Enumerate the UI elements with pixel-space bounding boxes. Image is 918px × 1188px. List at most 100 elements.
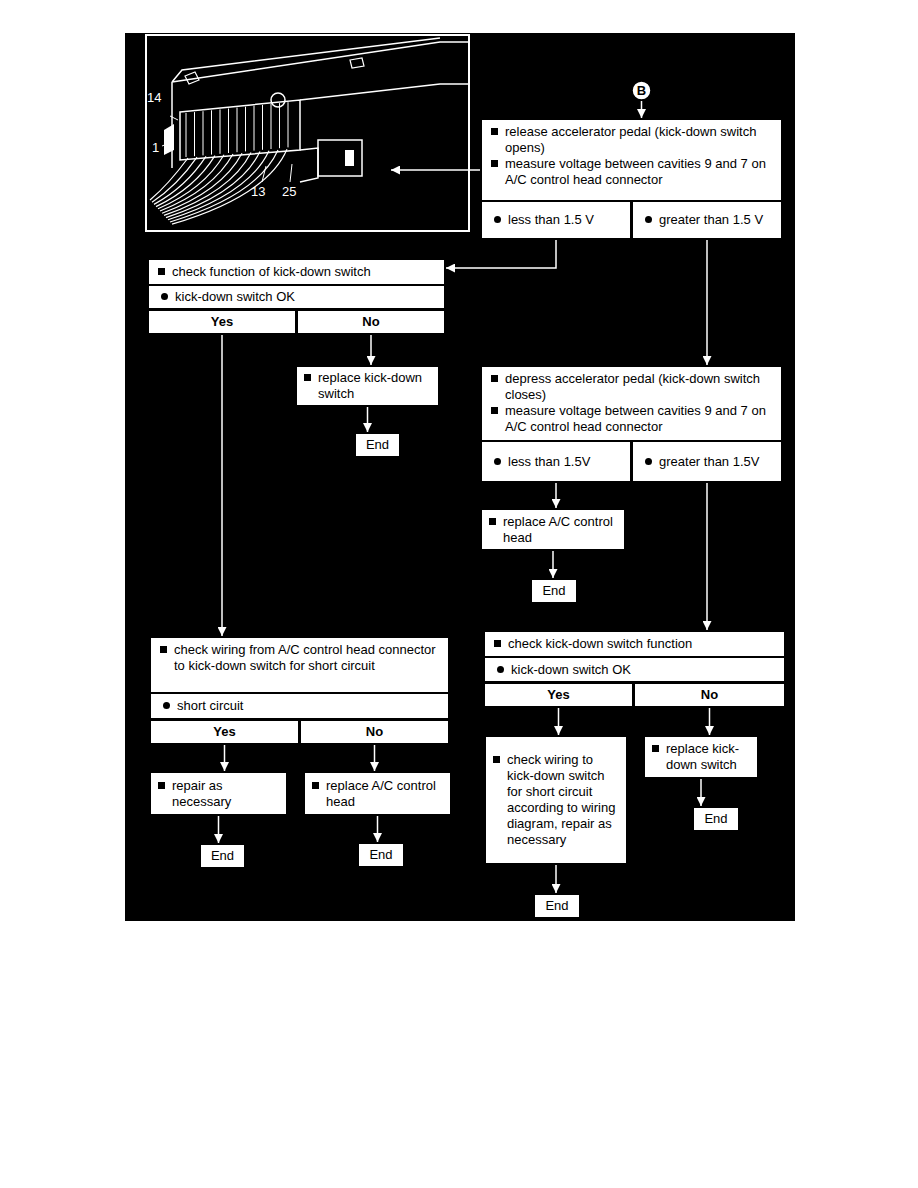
answer-cell: Yes [149,719,300,745]
flow-arrow [377,816,379,842]
screw-head [271,93,285,107]
action-box: replace kick-down switch [295,365,440,407]
flow-arrow [224,745,226,771]
node-text: Yes [155,314,289,330]
pin [194,112,195,156]
node-text: End [538,583,570,599]
flow-arrow [552,551,554,578]
wire [172,149,287,224]
node-text: End [207,848,238,864]
latch-slot [345,150,354,166]
flow-arrow [706,240,708,365]
callout-number: 1 [152,141,159,155]
end-box: End [199,843,246,869]
pin [254,106,255,151]
process-box: kick-down switch OK Yes No check kick-down … [483,630,786,707]
flow-arrow [218,816,220,843]
pin [279,103,280,148]
result-cell: greater than 1.5V [631,440,783,483]
connector-clip [164,124,174,155]
connector-circle: B [631,80,652,101]
node-text: No [307,724,442,740]
pin [271,104,272,149]
node-text: check kick-down switch function [493,636,776,652]
node-text: release accelerator pedal (kick-down swi… [490,124,773,156]
connector-housing [172,38,469,168]
result-cell: greater than 1.5 V [631,200,783,240]
process-box: less than 1.5 V greater than 1.5 V release… [480,118,783,240]
node-text: check function of kick-down switch [157,264,436,280]
wire [162,153,242,213]
process-box: kick-down switch OK Yes No check function o… [147,258,446,335]
process-box: short circuitYes No check wiring from A/C … [149,636,450,744]
wire [166,152,260,218]
pin [211,110,212,154]
pin [288,102,289,147]
node-text: replace kick-down switch [651,741,751,773]
action-box: replace A/C control head [480,508,626,551]
end-box: End [692,806,740,832]
callout-number: 13 [251,185,265,199]
flow-arrow [709,708,711,735]
result-cell: less than 1.5 V [480,200,632,240]
end-box: End [354,432,401,458]
housing-tab [185,58,364,84]
wire [168,151,269,220]
node-text: greater than 1.5 V [639,212,775,228]
node-text: check wiring from A/C control head conne… [159,642,440,674]
node-text: short circuit [157,698,442,714]
flow-arrow [641,101,643,118]
node-text: Yes [491,687,626,703]
flow-arrow [555,483,557,508]
flow-arrow [367,407,369,432]
node-text: replace A/C control head [488,514,618,546]
pointer-arrow [391,169,480,171]
end-box: End [530,578,578,604]
node-text: Yes [157,724,292,740]
pin [203,111,204,155]
node-text: End [362,437,393,453]
action-box: replace kick-down switch [643,735,759,779]
question-band: kick-down switch OK [483,656,786,683]
flow-arrow [700,779,702,806]
node-text: less than 1.5 V [488,212,624,228]
answer-cell: Yes [483,682,634,708]
node-text: kick-down switch OK [491,662,778,678]
callout-number: 25 [282,185,296,199]
action-box: repair as necessary [149,771,288,816]
action-box: replace A/C control head [303,771,452,816]
callout-number: 14 [147,91,161,105]
process-box: less than 1.5Vgreater than 1.5Vdepress a… [480,365,783,483]
node-text: measure voltage between cavities 9 and 7… [490,156,773,188]
node-text: End [700,811,732,827]
node-text: End [541,898,573,914]
flow-arrow [555,865,557,893]
answer-cell: No [633,682,786,708]
node-text: B [637,83,646,99]
node-text: No [641,687,778,703]
wire [170,150,278,222]
node-text: kick-down switch OK [155,289,438,305]
flow-arrow [446,240,556,268]
node-text: replace A/C control head [311,778,444,810]
pin [237,108,238,153]
node-text: less than 1.5V [488,454,624,470]
housing-edge [300,84,469,182]
wire [152,157,197,202]
pin [245,107,246,152]
wire [150,158,188,200]
pin [228,109,229,154]
connector-latch [318,140,362,176]
flow-arrow [221,335,223,636]
action-box: check wiring to kick-down switch for sho… [484,735,628,865]
connector-illustration [146,35,469,231]
flow-arrow [374,745,376,771]
result-cell: less than 1.5V [480,440,632,483]
answer-cell: No [299,719,450,745]
end-box: End [357,842,405,868]
illustration-frame [146,35,469,231]
pin [262,105,263,150]
question-band: short circuit [149,692,450,720]
node-text: No [304,314,438,330]
flow-arrow [706,483,708,630]
